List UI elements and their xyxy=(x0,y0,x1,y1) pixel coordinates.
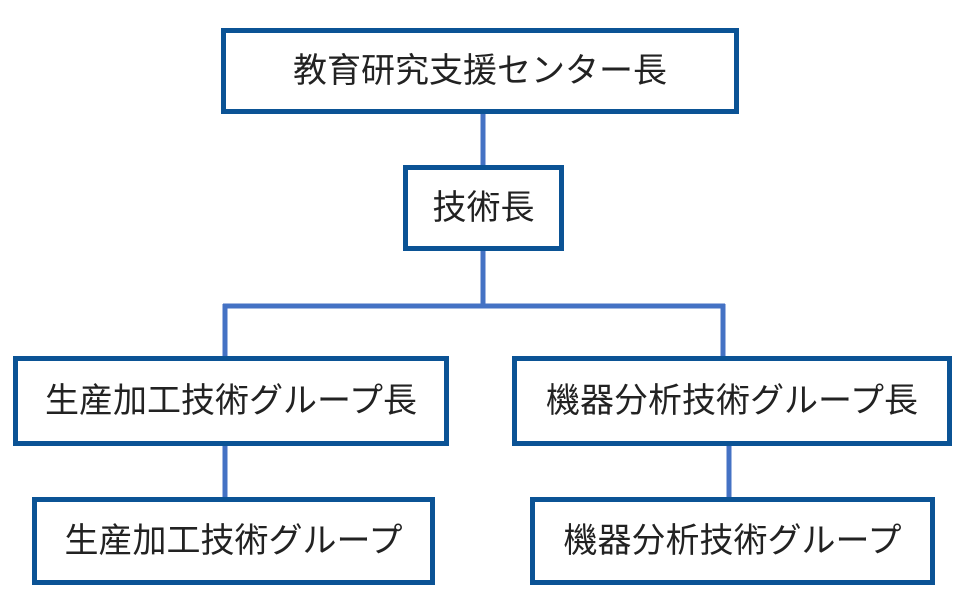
production-lead-label: 生産加工技術グループ長 xyxy=(45,381,417,421)
instrument-group-box: 機器分析技術グループ xyxy=(530,497,935,585)
director-box: 教育研究支援センター長 xyxy=(221,28,739,114)
director-label: 教育研究支援センター長 xyxy=(293,51,667,91)
production-group-box: 生産加工技術グループ xyxy=(32,497,435,585)
production-lead-box: 生産加工技術グループ長 xyxy=(13,356,449,446)
tech-chief-box: 技術長 xyxy=(403,165,564,251)
instrument-group-label: 機器分析技術グループ xyxy=(563,521,902,561)
tech-chief-label: 技術長 xyxy=(432,188,535,228)
production-group-label: 生産加工技術グループ xyxy=(64,521,403,561)
instrument-lead-label: 機器分析技術グループ長 xyxy=(546,381,918,421)
instrument-lead-box: 機器分析技術グループ長 xyxy=(512,356,952,446)
